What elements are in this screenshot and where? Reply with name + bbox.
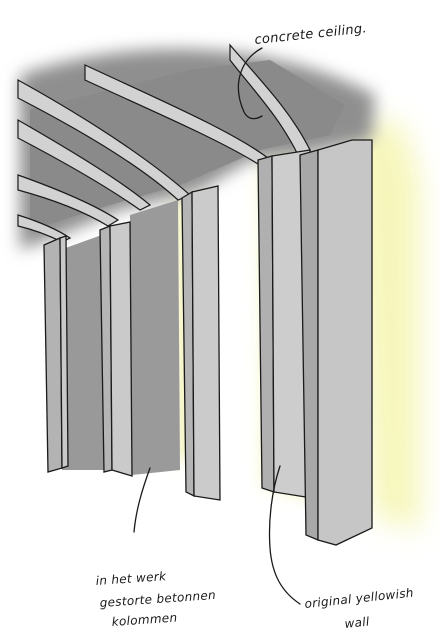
wall-label-line2: wall (344, 614, 371, 631)
column-1 (44, 236, 68, 472)
columns-label-line1: in het werk (95, 569, 167, 588)
ceiling-label: concrete ceiling. (254, 21, 368, 48)
columns-label: in het werk gestorte betonnen kolommen (95, 569, 216, 629)
column-3 (182, 186, 220, 500)
columns-label-line3: kolommen (111, 610, 178, 629)
column-2 (100, 222, 132, 476)
columns-leader (134, 468, 150, 532)
column-5 (300, 140, 372, 545)
wall-label-line1: original yellowish (304, 586, 414, 611)
wall-label: original yellowish wall (304, 586, 414, 631)
columns-label-line2: gestorte betonnen (99, 588, 216, 610)
